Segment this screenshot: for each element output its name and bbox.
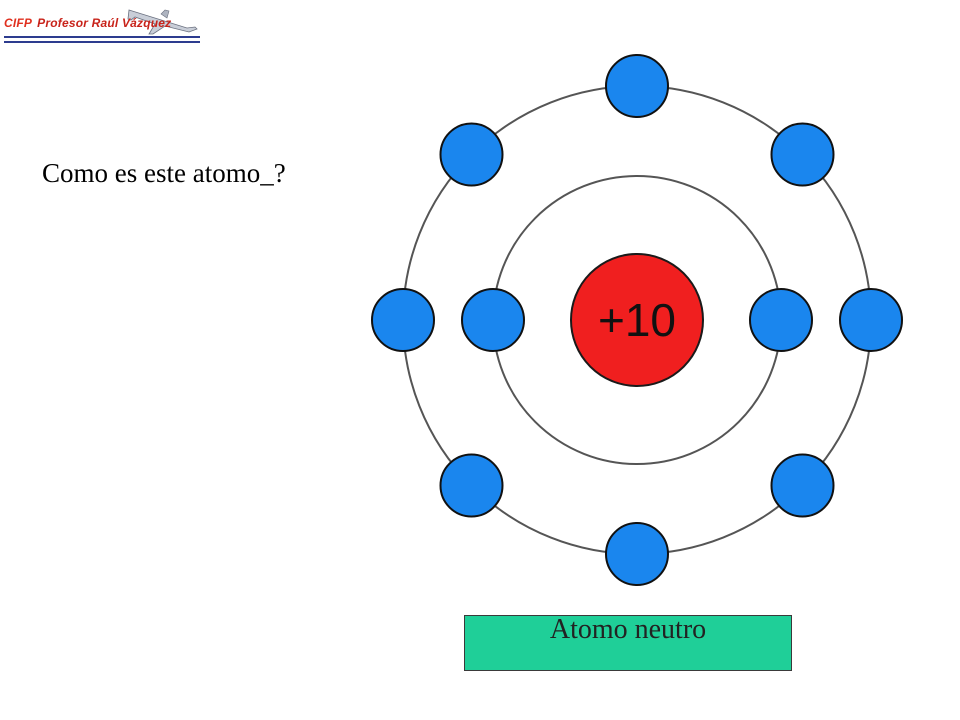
nucleus-label: +10 <box>598 294 676 346</box>
outer-electron <box>605 522 669 586</box>
electrons <box>371 54 903 586</box>
inner-electron <box>461 288 525 352</box>
outer-electron <box>839 288 903 352</box>
answer-text: Atomo neutro <box>549 614 707 645</box>
outer-electron <box>770 122 835 187</box>
atom-diagram: +10 <box>371 54 903 586</box>
airplane-icon <box>127 9 198 35</box>
question-text: Como es este atomo_? <box>42 158 286 188</box>
outer-electron <box>605 54 669 118</box>
nucleus <box>570 253 704 387</box>
logo-text: CIFP Profesor Raúl Vázquez <box>4 16 171 30</box>
logo-underline <box>4 36 200 38</box>
answer-box: Atomo neutro <box>464 614 792 671</box>
outer-electron <box>371 288 435 352</box>
logo-underline-2 <box>4 41 200 43</box>
outer-electron <box>770 453 835 518</box>
logo-prefix: CIFP <box>4 16 33 30</box>
outer-electron <box>439 453 504 518</box>
logo-name: Profesor Raúl Vázquez <box>37 16 172 30</box>
inner-electron <box>749 288 813 352</box>
cifp-logo: CIFP Profesor Raúl Vázquez <box>0 0 205 46</box>
outer-electron <box>439 122 504 187</box>
